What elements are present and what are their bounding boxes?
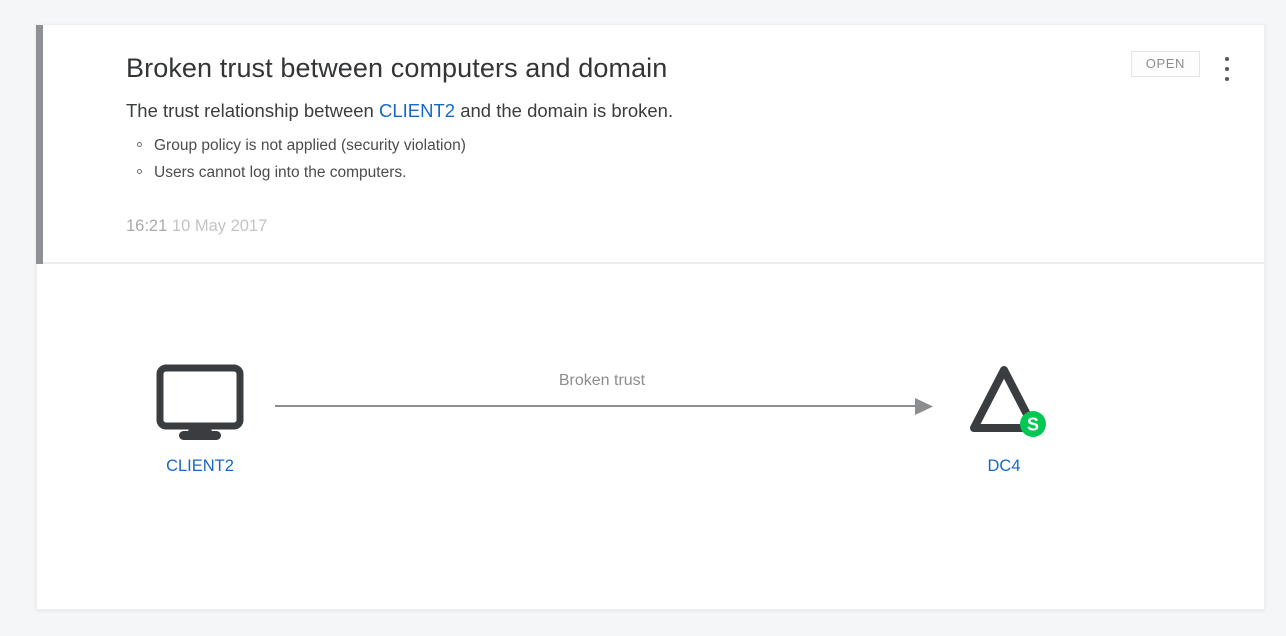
status-s-badge-icon: S: [1020, 411, 1046, 437]
svg-text:S: S: [1027, 415, 1039, 435]
alert-header: Broken trust between computers and domai…: [43, 25, 1264, 264]
kebab-dot: [1225, 77, 1229, 81]
computer-link[interactable]: CLIENT2: [378, 100, 456, 121]
description-text-before: The trust relationship between: [126, 100, 379, 121]
severity-accent-bar: [36, 25, 43, 264]
timestamp-date: 10 May 2017: [171, 217, 268, 235]
impact-list: Group policy is not applied (security vi…: [126, 132, 466, 186]
list-item: Users cannot log into the computers.: [137, 159, 466, 186]
alert-description: The trust relationship between CLIENT2 a…: [126, 100, 673, 122]
description-text-after: and the domain is broken.: [455, 100, 674, 121]
alert-card: Broken trust between computers and domai…: [36, 24, 1265, 611]
node-label-dc4[interactable]: DC4: [987, 457, 1021, 475]
page-title: Broken trust between computers and domai…: [126, 53, 668, 83]
connection-edge: [275, 398, 933, 415]
topology-diagram: Broken trust CLIENT2 S DC4: [37, 264, 1264, 609]
computer-monitor-icon: [156, 364, 244, 440]
node-client2[interactable]: CLIENT2: [125, 362, 275, 476]
domain-triangle-icon: S: [970, 366, 1046, 437]
node-dc4[interactable]: S DC4: [929, 362, 1079, 476]
kebab-menu-icon[interactable]: [1218, 52, 1238, 86]
node-label-client2[interactable]: CLIENT2: [166, 457, 234, 475]
arrow-right-icon: [915, 398, 933, 415]
kebab-dot: [1225, 67, 1229, 71]
alert-timestamp: 16:21 10 May 2017: [126, 217, 267, 236]
list-item: Group policy is not applied (security vi…: [137, 132, 466, 159]
edge-label: Broken trust: [558, 372, 646, 389]
kebab-dot: [1225, 57, 1229, 61]
status-badge[interactable]: OPEN: [1130, 51, 1200, 77]
timestamp-time: 16:21: [126, 217, 168, 235]
card-left-border: [36, 264, 37, 611]
